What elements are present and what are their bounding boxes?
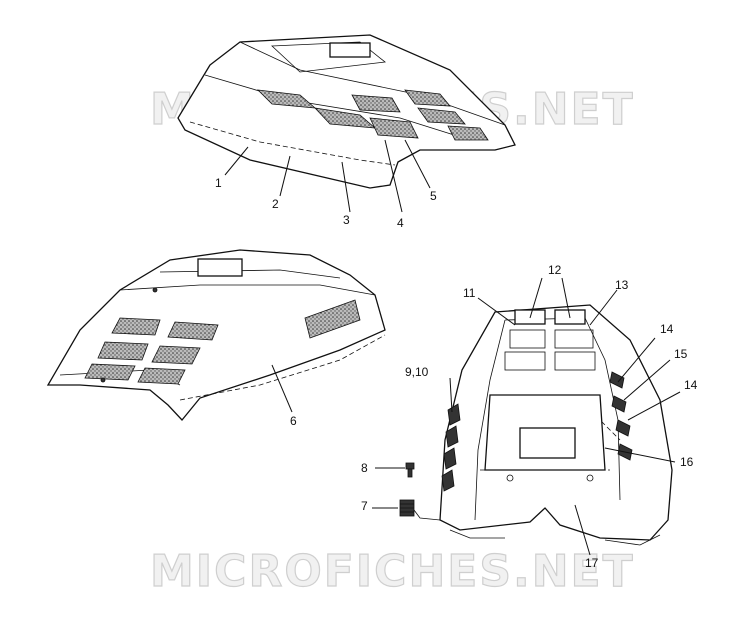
callout-1: 1 <box>215 176 222 190</box>
callout-3: 3 <box>343 213 350 227</box>
hood-middle-access-panel <box>197 258 243 277</box>
hood-middle-vent-5 <box>84 363 136 381</box>
hood-middle-vent-4 <box>151 345 201 365</box>
callout-8: 8 <box>361 461 368 475</box>
callout-7: 7 <box>361 499 368 513</box>
hood-middle-vent-2 <box>167 321 219 341</box>
fastener-7 <box>372 499 441 521</box>
callout-4: 4 <box>397 216 404 230</box>
hood-middle-side-vent <box>304 299 361 339</box>
hood-middle-vent-6 <box>137 367 186 385</box>
callout-6: 6 <box>290 414 297 428</box>
callout-14-lower: 14 <box>684 378 698 392</box>
callout-14-upper: 14 <box>660 322 674 336</box>
hood-front-center-decal <box>519 427 576 459</box>
callout-17: 17 <box>585 556 599 570</box>
fastener-8 <box>375 462 415 478</box>
hood-top-ridge <box>239 41 506 126</box>
callout-13: 13 <box>615 278 629 292</box>
callout-9-10: 9,10 <box>405 365 429 379</box>
hood-top-vent-5 <box>369 117 419 139</box>
hood-assembly-top <box>177 34 516 189</box>
hood-top-vent-4 <box>404 89 451 107</box>
hood-top-vent-7 <box>447 125 489 141</box>
hood-middle-vent-1 <box>111 317 161 336</box>
hood-middle-vent-3 <box>97 341 149 361</box>
callout-11: 11 <box>463 286 476 300</box>
callout-16: 16 <box>680 455 694 469</box>
hood-top-body <box>177 34 516 189</box>
watermark-bottom: MICROFICHES.NET <box>150 546 635 597</box>
hood-top-access-panel <box>329 42 371 58</box>
hood-front-louver-right <box>609 371 633 461</box>
hood-top-vent-3 <box>351 94 401 113</box>
callout-2: 2 <box>272 197 279 211</box>
hood-top-vent-6 <box>417 107 466 125</box>
callout-12: 12 <box>548 263 562 277</box>
hood-middle-body <box>46 249 386 421</box>
hood-front-louver-left <box>441 403 461 492</box>
hood-assembly-front <box>439 304 673 546</box>
callout-5: 5 <box>430 189 437 203</box>
hood-assembly-middle <box>46 249 386 421</box>
callout-15: 15 <box>674 347 688 361</box>
